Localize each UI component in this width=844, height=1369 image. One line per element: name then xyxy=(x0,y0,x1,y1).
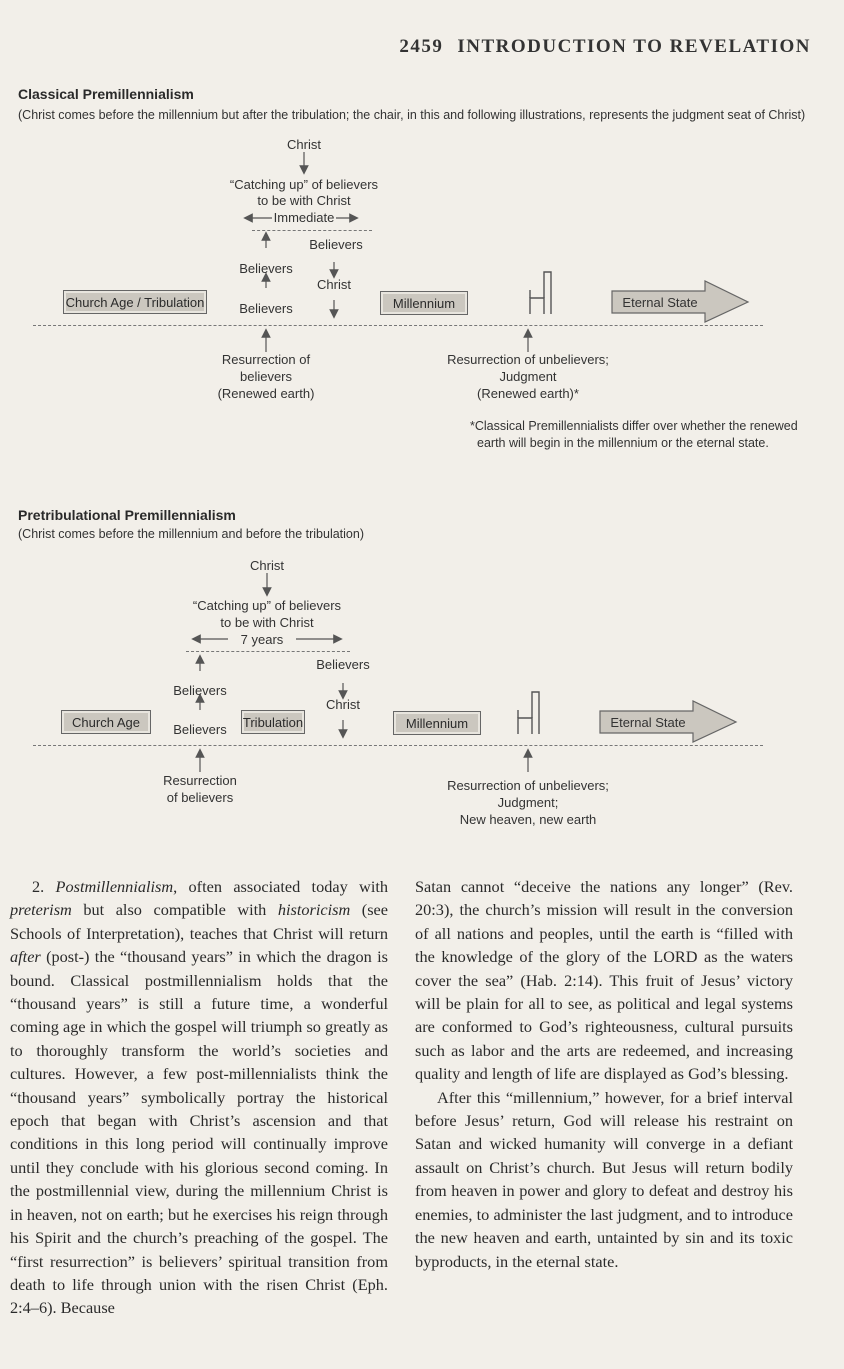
judgment-seat-icon xyxy=(517,691,540,734)
resurrection-unbelievers-line2: Judgment; xyxy=(497,795,559,810)
text-run: but also compatible with xyxy=(71,900,278,920)
body-paragraph: Satan cannot “deceive the nations any lo… xyxy=(415,877,793,1084)
christ-label: Christ xyxy=(250,558,284,573)
running-header: 2459 INTRODUCTION TO REVELATION xyxy=(399,36,811,58)
catching-up-line1: “Catching up” of believers xyxy=(229,177,379,192)
believers-label: Believers xyxy=(309,237,363,252)
term-preterism: preterism xyxy=(10,900,72,920)
item-number: 2. xyxy=(32,877,56,896)
resurrection-believers-line1: Resurrection xyxy=(163,773,237,788)
catching-up-line2: to be with Christ xyxy=(257,193,351,208)
millennium-box: Millennium xyxy=(393,711,481,735)
footnote-line2: earth will begin in the millennium or th… xyxy=(477,436,769,450)
resurrection-unbelievers-line2: Judgment xyxy=(499,369,557,384)
left-column: 2. Postmillennialism, often associated t… xyxy=(10,875,388,1320)
resurrection-unbelievers-line3: New heaven, new earth xyxy=(459,812,597,827)
eternal-state-arrow xyxy=(599,700,738,743)
right-column: Satan cannot “deceive the nations any lo… xyxy=(415,875,793,1273)
resurrection-believers-line2: of believers xyxy=(166,790,234,805)
footnote-line1: *Classical Premillennialists differ over… xyxy=(470,419,798,433)
christ-label: Christ xyxy=(326,697,360,712)
resurrection-unbelievers-line1: Resurrection of unbelievers; xyxy=(447,778,609,793)
believers-label: Believers xyxy=(239,301,293,316)
pretrib-subtitle: (Christ comes before the millennium and … xyxy=(18,527,365,541)
running-title: INTRODUCTION TO REVELATION xyxy=(457,36,811,57)
text-run: , often associated today with xyxy=(173,877,389,896)
page-number: 2459 xyxy=(399,36,444,57)
resurrection-believers-line2: believers xyxy=(239,369,293,384)
classical-title: Classical Premillennialism xyxy=(18,86,194,102)
eternal-state-label: Eternal State xyxy=(622,295,698,310)
millennium-box: Millennium xyxy=(380,291,468,315)
resurrection-believers-line3: (Renewed earth) xyxy=(217,386,315,401)
eternal-state-arrow xyxy=(611,280,750,323)
resurrection-unbelievers-line1: Resurrection of unbelievers; xyxy=(447,352,609,367)
church-age-box: Church Age xyxy=(61,710,151,734)
catching-up-line2: to be with Christ xyxy=(220,615,314,630)
rapture-divider xyxy=(252,230,372,231)
timing-label: Immediate xyxy=(273,210,335,225)
believers-label: Believers xyxy=(173,722,227,737)
christ-label: Christ xyxy=(317,277,351,292)
believers-label: Believers xyxy=(316,657,370,672)
tribulation-box: Tribulation xyxy=(241,710,305,734)
church-age-tribulation-box: Church Age / Tribulation xyxy=(63,290,207,314)
body-paragraph: After this “millennium,” however, for a … xyxy=(415,1087,793,1271)
text-run: (see Schools of Interpretation), teaches… xyxy=(10,900,388,943)
resurrection-believers-line1: Resurrection of xyxy=(221,352,311,367)
rapture-divider xyxy=(186,651,350,652)
timeline-line xyxy=(33,325,763,326)
believers-label: Believers xyxy=(173,683,227,698)
classical-subtitle: (Christ comes before the millennium but … xyxy=(18,108,806,122)
christ-label: Christ xyxy=(287,137,321,152)
resurrection-unbelievers-line3: (Renewed earth)* xyxy=(477,386,579,401)
term-after: after xyxy=(10,947,41,967)
term-postmillennialism: Postmillennialism xyxy=(55,877,174,896)
catching-up-line1: “Catching up” of believers xyxy=(192,598,342,613)
text-run: (post-) the “thousand years” in which th… xyxy=(10,947,388,1318)
judgment-seat-icon xyxy=(529,271,552,314)
body-paragraph: 2. Postmillennialism, often associated t… xyxy=(10,875,388,1320)
timeline-line xyxy=(33,745,763,746)
pretrib-title: Pretribulational Premillennialism xyxy=(18,507,236,523)
timing-label: 7 years xyxy=(240,632,284,647)
term-historicism: historicism xyxy=(277,900,351,920)
eternal-state-label: Eternal State xyxy=(610,715,686,730)
believers-label: Believers xyxy=(239,261,293,276)
